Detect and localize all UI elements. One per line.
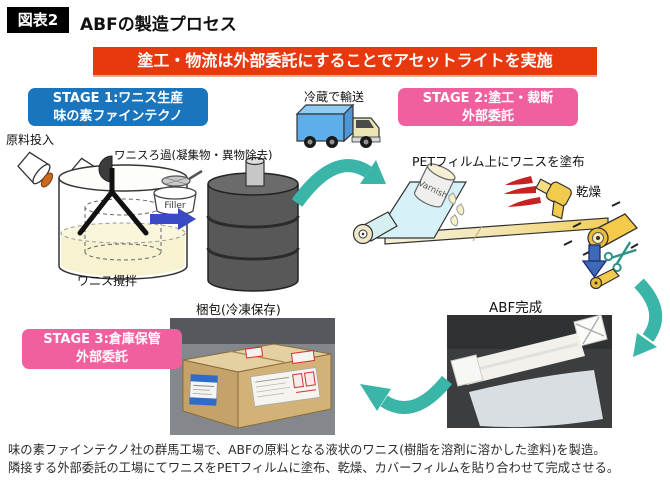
varnish-drops — [448, 192, 465, 227]
stage1-line1: STAGE 1:ワニス生産 — [52, 91, 184, 106]
stage2-line2: 外部委託 — [461, 109, 514, 124]
refrigerated-truck-icon — [295, 103, 381, 148]
pour-material-orange — [40, 172, 54, 188]
stage3-line2: 外部委託 — [75, 350, 128, 365]
box-front-label — [250, 367, 321, 407]
label-raw-material: 原料投入 — [6, 133, 55, 147]
cut-marks — [563, 201, 639, 256]
key-message-banner: 塗工・物流は外部委託にすることでアセットライトを実施 — [93, 47, 597, 75]
arrow-to-abf-photo — [633, 278, 663, 357]
label-abf-complete: ABF完成 — [489, 300, 543, 316]
box-blue-label — [188, 373, 219, 407]
packing-box-photo — [170, 318, 335, 435]
filter-sieve-icon — [161, 169, 203, 187]
footnote-line1: 味の素ファインテクノ社の群馬工場で、ABFの原料となる液状のワニス(樹脂を溶剤に… — [8, 443, 606, 457]
arrow-abf-to-box — [360, 375, 453, 415]
coating-line: Varnish — [352, 163, 639, 290]
figure-badge: 図表2 — [7, 7, 69, 33]
stage3-box: STAGE 3:倉庫保管 外部委託 — [22, 329, 182, 369]
filler-label: Filler — [164, 201, 186, 211]
pet-film-roll-icon — [352, 211, 398, 245]
abf-roll-photo — [447, 314, 612, 428]
mixer-icon — [77, 155, 149, 236]
stage1-box: STAGE 1:ワニス生産 味の素ファインテクノ — [28, 88, 208, 126]
stage2-line1: STAGE 2:塗工・裁断 — [422, 91, 554, 106]
arrow-drum-to-coating — [291, 159, 386, 207]
arrow-tank-to-drum — [150, 208, 196, 230]
label-transport: 冷蔵で輸送 — [303, 90, 364, 104]
cut-film-roll-icon — [589, 268, 620, 290]
mixing-tank-icon — [58, 164, 188, 280]
filler-pot-icon: Filler — [153, 186, 197, 216]
pour-bucket-icon — [17, 151, 51, 185]
stage1-line2: 味の素ファインテクノ — [53, 109, 183, 124]
label-filtering: ワニスろ過(凝集物・異物除去) — [114, 148, 273, 162]
label-packing: 梱包(冷凍保存) — [196, 302, 281, 317]
label-coating: PETフィルム上にワニスを塗布 — [412, 154, 585, 169]
varnish-drum-icon — [206, 156, 300, 292]
dryer-icon — [535, 178, 572, 220]
stage3-line1: STAGE 3:倉庫保管 — [43, 332, 161, 347]
varnish-can-icon: Varnish — [413, 163, 456, 208]
label-drying: 乾燥 — [576, 184, 602, 199]
stage2-box: STAGE 2:塗工・裁断 外部委託 — [398, 88, 578, 126]
arrow-roll-down — [581, 244, 608, 279]
label-stirring: ワニス攪拌 — [77, 274, 138, 288]
footnote: 味の素ファインテクノ社の群馬工場で、ABFの原料となる液状のワニス(樹脂を溶剤に… — [8, 442, 619, 477]
figure-title: ABFの製造プロセス — [80, 15, 237, 35]
footnote-line2: 隣接する外部委託の工場にてワニスをPETフィルムに塗布、乾燥、カバーフィルムを貼… — [8, 460, 620, 475]
heat-flames-icon — [504, 176, 541, 207]
